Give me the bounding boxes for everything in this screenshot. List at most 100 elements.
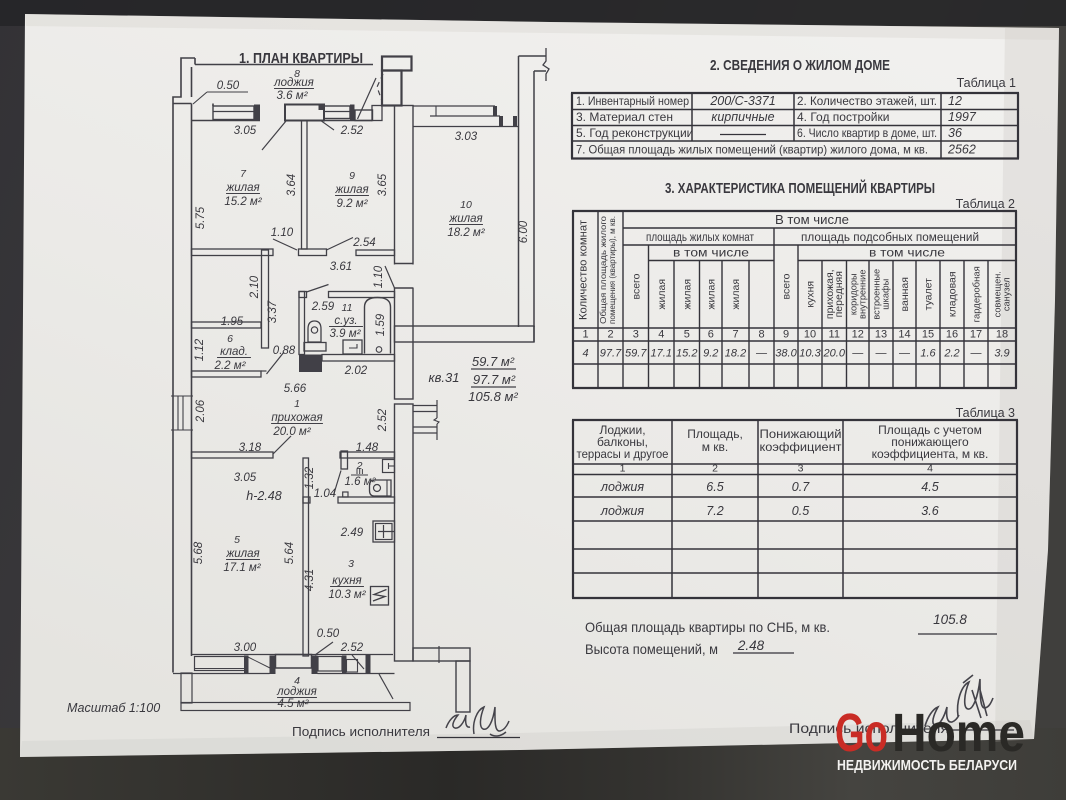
svg-text:Общая площадь квартиры по СНБ,: Общая площадь квартиры по СНБ, м кв. xyxy=(585,619,830,635)
svg-text:понижающего: понижающего xyxy=(891,435,969,449)
svg-text:3.03: 3.03 xyxy=(455,131,478,143)
svg-text:лоджия: лоджия xyxy=(600,504,644,518)
svg-text:Масштаб 1:100: Масштаб 1:100 xyxy=(67,701,160,715)
svg-text:1.12: 1.12 xyxy=(194,338,206,361)
svg-text:1997: 1997 xyxy=(948,110,977,124)
svg-text:санузел: санузел xyxy=(1002,277,1012,311)
svg-text:10: 10 xyxy=(804,329,816,341)
svg-text:3: 3 xyxy=(633,329,639,341)
svg-text:20.0 м²: 20.0 м² xyxy=(272,426,311,438)
svg-text:2.59: 2.59 xyxy=(311,301,335,313)
svg-text:3. Материал стен: 3. Материал стен xyxy=(576,110,673,124)
svg-text:Подпись исполнителя: Подпись исполнителя xyxy=(789,721,949,736)
svg-text:с.уз.: с.уз. xyxy=(334,315,357,327)
svg-text:3.00: 3.00 xyxy=(234,642,257,654)
svg-text:0.50: 0.50 xyxy=(217,80,240,92)
svg-text:10.3 м²: 10.3 м² xyxy=(328,589,366,601)
svg-text:7.2: 7.2 xyxy=(706,504,723,518)
svg-text:11: 11 xyxy=(342,302,353,314)
svg-text:Понижающий: Понижающий xyxy=(760,427,842,441)
svg-text:3: 3 xyxy=(798,463,804,475)
svg-text:6. Число квартир в доме, шт.: 6. Число квартир в доме, шт. xyxy=(797,126,937,140)
svg-text:2.48: 2.48 xyxy=(737,638,765,653)
svg-text:1.10: 1.10 xyxy=(271,227,294,239)
svg-text:10: 10 xyxy=(460,199,472,211)
svg-text:шкафы: шкафы xyxy=(881,279,891,310)
svg-text:200/С-3371: 200/С-3371 xyxy=(709,94,775,108)
svg-text:8: 8 xyxy=(294,68,300,80)
svg-text:жилая: жилая xyxy=(730,279,742,310)
svg-text:клад.: клад. xyxy=(220,346,248,358)
svg-text:1. ПЛАН КВАРТИРЫ: 1. ПЛАН КВАРТИРЫ xyxy=(239,50,363,67)
svg-text:4.31: 4.31 xyxy=(304,569,316,591)
svg-text:НЕДВИЖИМОСТЬ БЕЛАРУСИ: НЕДВИЖИМОСТЬ БЕЛАРУСИ xyxy=(837,757,1017,774)
svg-text:12: 12 xyxy=(948,94,962,108)
svg-text:0.7: 0.7 xyxy=(792,480,810,494)
svg-text:в том числе: в том числе xyxy=(869,246,945,260)
svg-text:Go: Go xyxy=(835,703,888,763)
svg-text:1.59: 1.59 xyxy=(375,313,387,336)
svg-text:балконы,: балконы, xyxy=(597,435,648,449)
svg-text:1: 1 xyxy=(294,398,300,410)
svg-text:лоджия: лоджия xyxy=(600,480,644,494)
svg-text:2.52: 2.52 xyxy=(340,642,364,654)
svg-text:3.6 м²: 3.6 м² xyxy=(277,90,309,102)
svg-text:3.64: 3.64 xyxy=(286,174,298,196)
svg-text:8: 8 xyxy=(758,329,764,341)
svg-text:97.7 м²: 97.7 м² xyxy=(473,372,516,387)
svg-text:встроенные: встроенные xyxy=(872,269,882,320)
svg-text:2: 2 xyxy=(356,460,363,472)
svg-text:10.3: 10.3 xyxy=(799,348,821,360)
svg-text:передняя: передняя xyxy=(833,271,845,317)
svg-text:—: — xyxy=(755,348,768,360)
svg-text:6: 6 xyxy=(227,333,233,345)
svg-text:13: 13 xyxy=(875,329,887,341)
svg-text:15: 15 xyxy=(922,329,934,341)
svg-text:9: 9 xyxy=(349,170,355,182)
svg-text:7: 7 xyxy=(240,168,247,180)
svg-text:жилая: жилая xyxy=(681,279,693,310)
svg-text:16: 16 xyxy=(946,329,958,341)
svg-text:1: 1 xyxy=(582,329,588,341)
svg-text:0.5: 0.5 xyxy=(792,504,809,518)
svg-text:3.9 м²: 3.9 м² xyxy=(330,328,362,340)
svg-text:2. СВЕДЕНИЯ О ЖИЛОМ ДОМЕ: 2. СВЕДЕНИЯ О ЖИЛОМ ДОМЕ xyxy=(710,57,890,74)
svg-text:Таблица 3: Таблица 3 xyxy=(956,406,1015,420)
svg-text:5.75: 5.75 xyxy=(195,206,207,229)
svg-text:1.48: 1.48 xyxy=(356,442,379,454)
svg-text:жилая: жилая xyxy=(448,213,482,225)
svg-text:36: 36 xyxy=(948,126,962,140)
svg-text:2.2 м²: 2.2 м² xyxy=(214,360,247,372)
svg-text:6.00: 6.00 xyxy=(518,220,530,243)
svg-text:5. Год реконструкции: 5. Год реконструкции xyxy=(576,126,693,140)
svg-text:1: 1 xyxy=(620,463,626,475)
svg-text:кирпичные: кирпичные xyxy=(711,110,774,124)
svg-text:жилая: жилая xyxy=(225,548,259,560)
svg-text:4: 4 xyxy=(658,329,664,341)
svg-text:h-2.48: h-2.48 xyxy=(246,489,281,503)
svg-text:Таблица 1: Таблица 1 xyxy=(957,76,1016,90)
svg-text:всего: всего xyxy=(630,273,642,299)
svg-text:лоджия: лоджия xyxy=(273,77,314,89)
svg-text:4. Год постройки: 4. Год постройки xyxy=(797,110,889,124)
svg-text:17.1 м²: 17.1 м² xyxy=(223,562,261,574)
svg-text:3.6: 3.6 xyxy=(921,504,938,518)
svg-text:105.8: 105.8 xyxy=(933,612,967,627)
svg-text:3.37: 3.37 xyxy=(267,300,279,323)
svg-text:2.2: 2.2 xyxy=(943,348,959,360)
svg-text:5: 5 xyxy=(684,329,690,341)
svg-text:коэффициента, м кв.: коэффициента, м кв. xyxy=(872,447,989,461)
svg-text:Площадь,: Площадь, xyxy=(687,427,743,441)
svg-text:12: 12 xyxy=(852,329,864,341)
svg-text:18.2: 18.2 xyxy=(725,348,746,360)
svg-text:14: 14 xyxy=(898,329,910,341)
svg-text:коридоры: коридоры xyxy=(848,273,858,315)
svg-text:в том числе: в том числе xyxy=(673,246,749,260)
svg-text:террасы и другое: террасы и другое xyxy=(577,447,669,461)
svg-text:15.2 м²: 15.2 м² xyxy=(224,196,262,208)
svg-text:1.6: 1.6 xyxy=(920,348,936,360)
svg-text:2.10: 2.10 xyxy=(249,275,261,299)
svg-text:5: 5 xyxy=(234,534,240,546)
svg-text:2.52: 2.52 xyxy=(340,125,364,137)
svg-text:кв.31: кв.31 xyxy=(429,370,460,385)
